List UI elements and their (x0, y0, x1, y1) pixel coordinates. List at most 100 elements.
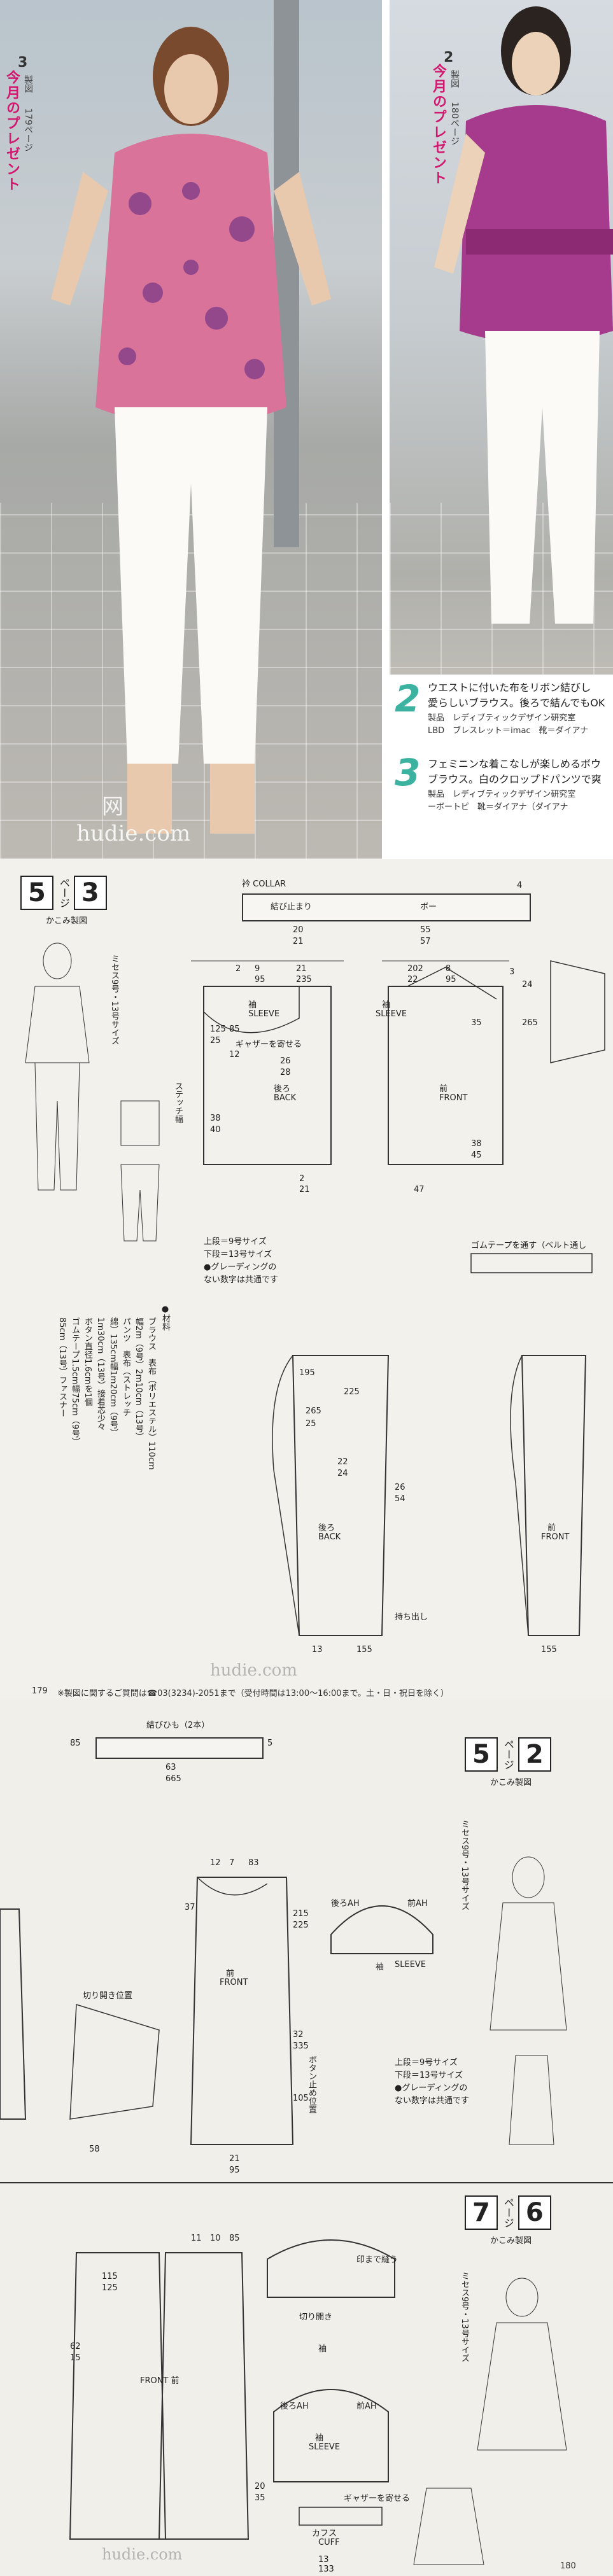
page-label-num: 7 (465, 2195, 498, 2230)
sleeve-label-en: SLEEVE (395, 1960, 426, 1970)
brand-label: かこみ製図 (46, 916, 88, 926)
caption-2-line-3: 製品 レディブティックデザイン研究室 (428, 790, 576, 799)
num-mid-12: 2 (299, 1174, 305, 1184)
pants-back-label-en: BACK (318, 1532, 341, 1542)
num-mid-7: 265 (522, 1018, 538, 1028)
pavement-tiles (0, 503, 382, 859)
caption-2-line-1: フェミニンな着こなしが楽しめるボウ (428, 758, 602, 770)
button-pos-note: ボタン止め位置 (307, 2055, 316, 2113)
pants-num-22: 155 (541, 1645, 557, 1655)
footer-contact-note: ※製図に関するご質問は☎03(3234)-2051まで（受付時間は13:00〜1… (57, 1689, 449, 1698)
page-label-item: 2 (518, 1737, 551, 1772)
photo-pageref-left: 179ページ (23, 108, 33, 152)
materials-title: ●材料 (160, 1305, 170, 1331)
pants-num-3: 25 (306, 1419, 316, 1429)
num-12: 32 (293, 2030, 304, 2040)
page-label-5-3: 5 ページ 3 (20, 876, 107, 910)
collar-dim-4: 4 (517, 881, 523, 890)
caption-2-line-4: ーボートピ 靴＝ダイアナ（ダイアナ (428, 802, 568, 812)
caption-number-2: 3 (395, 751, 421, 794)
page-label-num: 5 (465, 1737, 498, 1772)
ah-back: 後ろAH (331, 1899, 360, 1908)
pants-num-16: 13 (312, 1645, 323, 1655)
collar-bow-label: ボー (420, 902, 437, 912)
photo-number-right: 2 (444, 50, 454, 66)
sleeve2-label: 袖 (318, 2344, 327, 2354)
num2-2: 85 (229, 2234, 240, 2243)
cut-open-pos: 切り開き位置 (83, 1991, 133, 2001)
materials-line-4: 1m30cm（13号）接着芯少々 (95, 1317, 105, 1431)
sleeve2-label-jp: 袖 (315, 2433, 324, 2443)
pants-front-label-en: FRONT (541, 1532, 570, 1542)
grade-note-3: ない数字は共通です (204, 1275, 279, 1285)
brand-label: かこみ製図 (490, 1778, 532, 1788)
collar-piece (242, 893, 531, 921)
num-mid-5: 28 (280, 1068, 291, 1077)
page-label-mid: ページ (57, 878, 70, 908)
caption-number-1: 2 (395, 677, 421, 720)
num2-22: 13 (318, 2555, 329, 2565)
caption-1-line-3: 製品 レディブティックデザイン研究室 (428, 713, 576, 723)
model-left-figure (51, 0, 331, 834)
num-18: 21 (229, 2154, 240, 2164)
pants-back-label: 後ろ (318, 1523, 335, 1533)
back-sleeve-label-en: SLEEVE (248, 1009, 280, 1019)
promo-text-left: 今月のプレゼント (4, 70, 20, 192)
collar-dim-55: 55 (420, 925, 431, 935)
num-mid-3: 12 (229, 1050, 240, 1060)
num-top-9: 3 (509, 967, 515, 977)
num-2: 83 (248, 1858, 259, 1868)
pants-num-13: 54 (395, 1494, 405, 1504)
num-mid-6: 35 (471, 1018, 482, 1028)
front-label-en: FRONT (439, 1093, 468, 1103)
num-mid-11: 45 (471, 1151, 482, 1160)
belt-note: ゴムテープを通す（ベルト通し (471, 1241, 587, 1250)
collar-dim-57: 57 (420, 937, 431, 946)
materials-line-5: ボタン直径1.6cmを1個 (83, 1317, 92, 1406)
pants-num-7: 24 (337, 1469, 348, 1478)
watermark-sheet1: hudie.com (210, 1661, 297, 1680)
materials-line-3: 綿）135cm幅1m20cm（9号） (108, 1317, 118, 1438)
num2-23: 133 (318, 2565, 334, 2574)
sheet2-drawings (0, 1856, 613, 2565)
num-mid-10: 38 (471, 1139, 482, 1149)
num-19: 95 (229, 2166, 240, 2175)
num2-10: 62 (70, 2342, 81, 2351)
cuff-label-en: CUFF (318, 2538, 340, 2547)
page-label-mid: ページ (502, 1739, 514, 1770)
num-mid-8: 38 (210, 1114, 221, 1123)
grade-note-2: ●グレーディングの (204, 1263, 277, 1272)
watermark-sheet2: hudie.com (102, 2545, 183, 2563)
promo-text-right: 今月のプレゼント (430, 64, 446, 186)
num2-17: 35 (255, 2493, 265, 2503)
section2-size: ミセス9号・13号サイズ (460, 2272, 469, 2362)
num-mid-2: 85 (229, 1025, 240, 1034)
num-top-0: 2 (236, 964, 241, 974)
num-16: 105 (293, 2094, 309, 2103)
num-mid-1: 25 (210, 1036, 221, 1046)
page-number-179: 179 (32, 1686, 48, 1696)
num-mid-0: 125 (210, 1025, 226, 1034)
front-sleeve-label: 袖 (382, 1000, 391, 1010)
page-label-5-2: 5 ページ 2 (465, 1737, 551, 1772)
page-label-item: 6 (518, 2195, 551, 2230)
stitch-note: ステッチ幅 (173, 1082, 183, 1123)
pants-num-0: 195 (299, 1368, 315, 1378)
num2-1: 10 (210, 2234, 221, 2243)
num2-0: 11 (191, 2234, 202, 2243)
photo-subtitle-left: 製図 (23, 75, 33, 93)
pants-front-label: 前 (547, 1523, 556, 1533)
pattern-sheet-180: 5 ページ 2 かこみ製図 ミセス9号・13号サイズ 結びひも（2本） 85 6… (0, 1699, 613, 2576)
model-right-figure (434, 6, 613, 624)
num2-7: 125 (102, 2283, 118, 2293)
front-label: 前 (226, 1969, 235, 1978)
gather-note: ギャザーを寄せる (236, 1040, 302, 1049)
materials-line-7: 85cm（13号）ファスナー (57, 1317, 67, 1417)
ah2-back: 後ろAH (280, 2402, 309, 2411)
page-label-item: 3 (73, 876, 107, 910)
num2-6: 115 (102, 2272, 118, 2281)
num-top-5: 202 (407, 964, 423, 974)
materials-line-6: ゴムテープ1.5cm幅75cm（9号） (70, 1317, 80, 1446)
sleeve-label: 袖 (376, 1963, 384, 1972)
photo-pageref-right: 180ページ (449, 102, 460, 146)
